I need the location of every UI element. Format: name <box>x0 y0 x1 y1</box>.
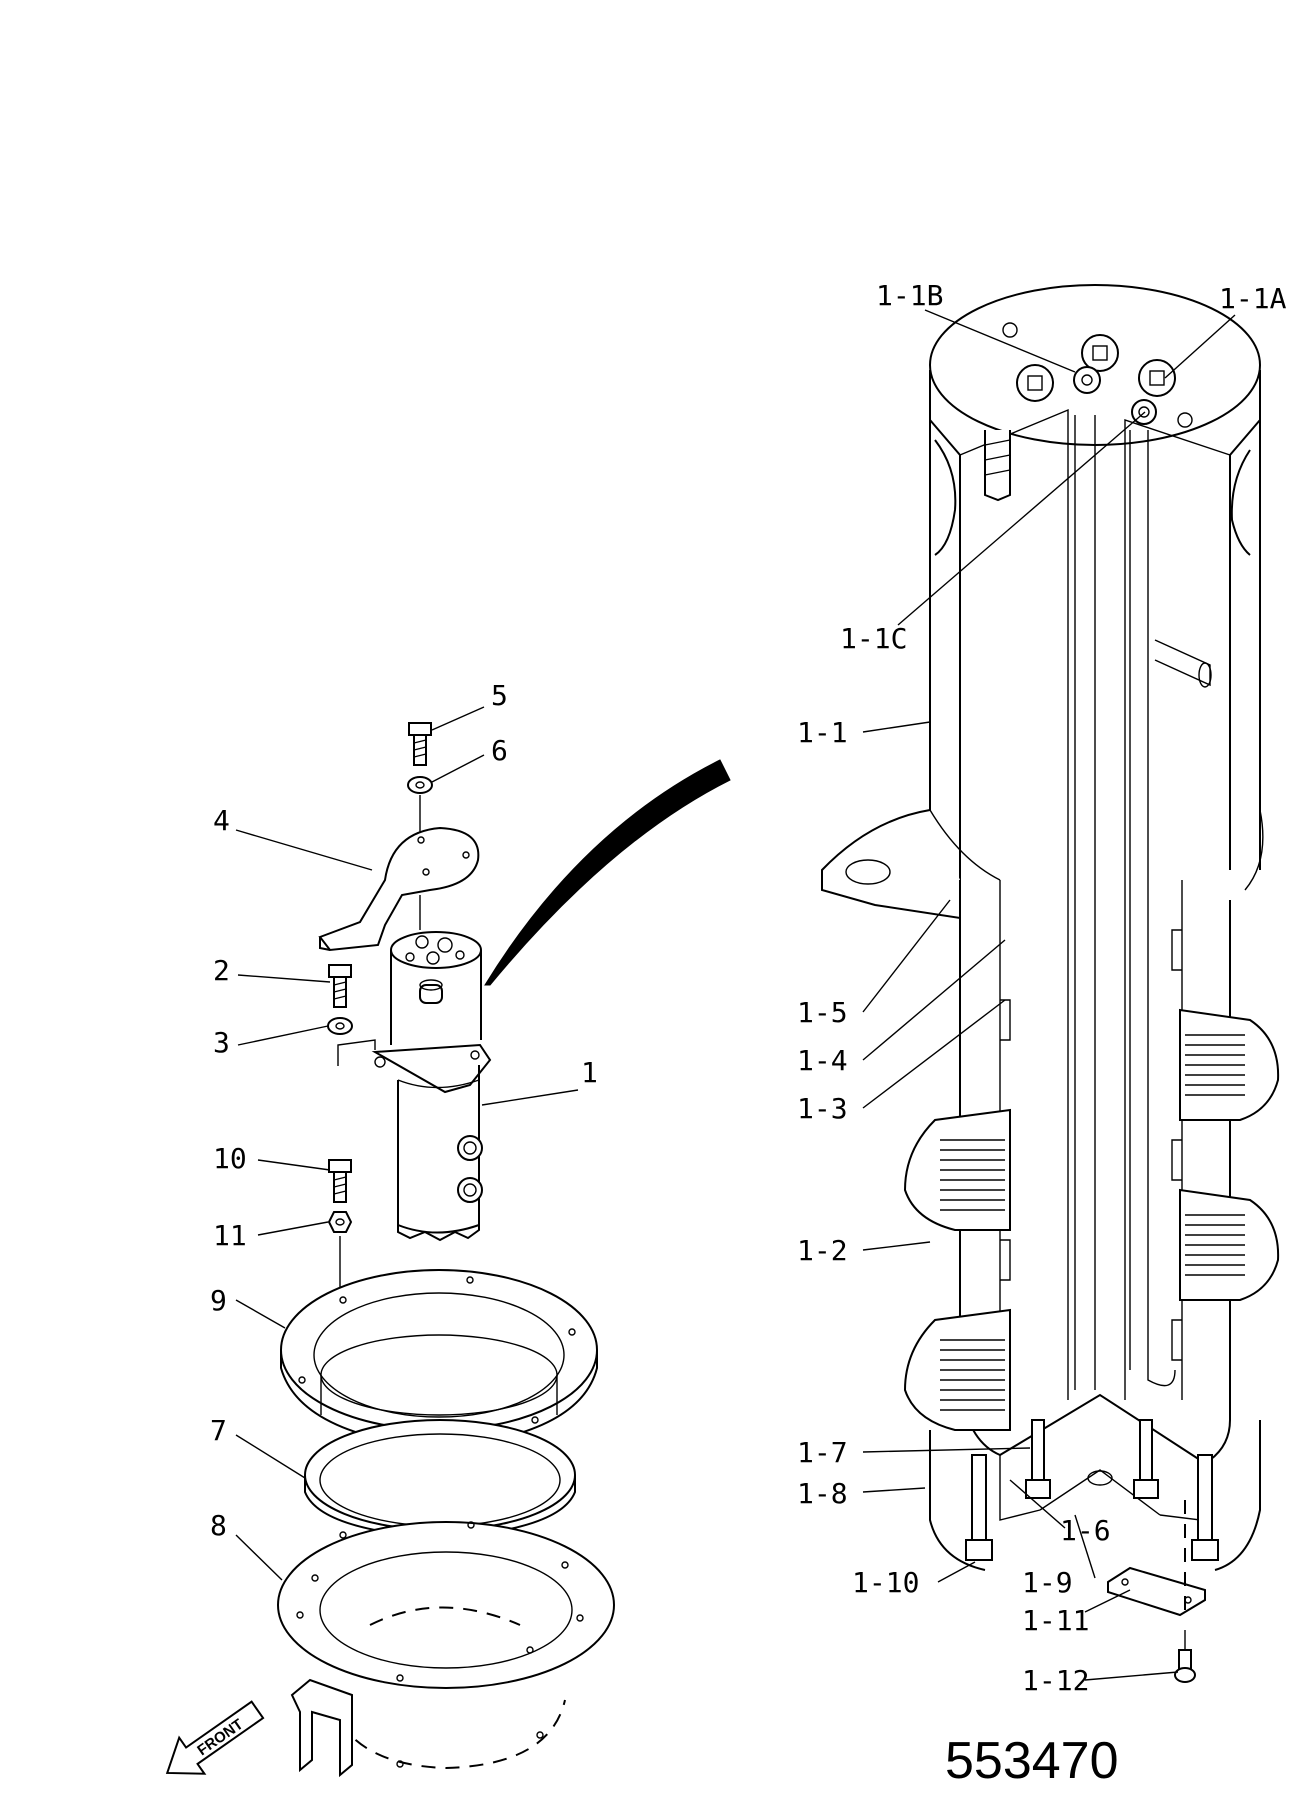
label-1-11: 1-11 <box>1022 1604 1089 1637</box>
part-1-12-screw <box>1174 1649 1196 1683</box>
part-7-seal-ring <box>304 1419 576 1540</box>
front-arrow: FRONT <box>165 1700 265 1775</box>
label-1-1C: 1-1C <box>840 622 907 655</box>
part-3-washer <box>327 1017 353 1035</box>
label-5: 5 <box>491 679 508 712</box>
label-1-1: 1-1 <box>797 716 848 749</box>
part-8-gasket <box>277 1521 615 1689</box>
label-9: 9 <box>210 1284 227 1317</box>
part-4-lock-plate <box>318 826 480 952</box>
label-3: 3 <box>213 1026 230 1059</box>
label-7: 7 <box>210 1414 227 1447</box>
label-1: 1 <box>581 1056 598 1089</box>
cutaway-detail <box>821 284 1280 1683</box>
label-8: 8 <box>210 1509 227 1542</box>
label-1-4: 1-4 <box>797 1044 848 1077</box>
detail-labels: 1-1A 1-1B 1-1C 1-1 1-2 1-3 1-4 1-5 1-6 1… <box>797 279 1287 1697</box>
label-6: 6 <box>491 734 508 767</box>
label-1-1B: 1-1B <box>876 279 943 312</box>
label-1-2: 1-2 <box>797 1234 848 1267</box>
label-4: 4 <box>213 804 230 837</box>
part-2-bolt <box>328 964 352 1008</box>
label-1-7: 1-7 <box>797 1436 848 1469</box>
label-1-9: 1-9 <box>1022 1566 1073 1599</box>
label-2: 2 <box>213 954 230 987</box>
exploded-assembly: FRONT <box>165 722 731 1778</box>
drawing-number: 553470 <box>945 1732 1119 1790</box>
label-10: 10 <box>213 1142 247 1175</box>
label-1-5: 1-5 <box>797 996 848 1029</box>
label-1-1A: 1-1A <box>1219 282 1287 315</box>
detail-link-swoosh <box>484 759 731 986</box>
part-6-washer <box>407 776 433 794</box>
part-10-bolt <box>328 1159 352 1203</box>
u-bracket <box>290 1678 353 1778</box>
part-1-11-plate <box>1107 1566 1206 1617</box>
label-11: 11 <box>213 1219 247 1252</box>
assembly-labels: 1 2 3 4 5 6 7 8 9 10 11 <box>210 679 598 1542</box>
part-5-bolt <box>408 722 432 766</box>
leader-lines <box>235 309 1236 1681</box>
bottom-bolts <box>965 1419 1219 1561</box>
label-1-3: 1-3 <box>797 1092 848 1125</box>
label-1-6: 1-6 <box>1060 1514 1111 1547</box>
label-1-8: 1-8 <box>797 1477 848 1510</box>
label-1-10: 1-10 <box>852 1566 919 1599</box>
part-11-nut <box>327 1211 353 1233</box>
label-1-12: 1-12 <box>1022 1664 1089 1697</box>
mounting-circle-dashed <box>329 1699 566 1770</box>
part-1-swivel-joint <box>371 931 492 1242</box>
